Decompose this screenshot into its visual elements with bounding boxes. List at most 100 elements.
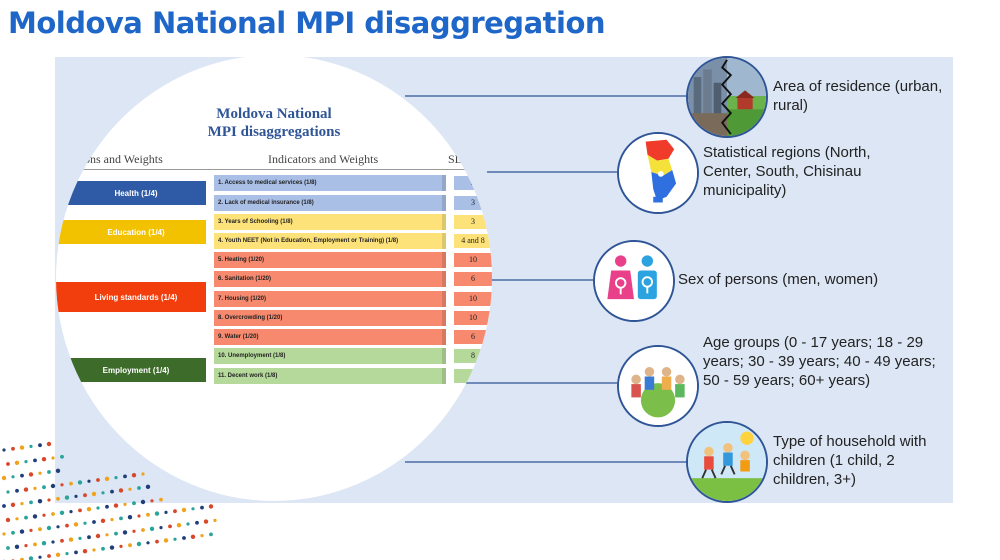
decorative-dot: [168, 524, 172, 529]
decorative-dot: [200, 505, 204, 510]
decorative-dot: [141, 472, 145, 476]
decorative-dot: [50, 483, 56, 489]
decorative-dot: [5, 517, 11, 523]
gender-icon: [595, 242, 673, 320]
decorative-dot: [140, 499, 146, 505]
decorative-dot: [51, 456, 55, 460]
decorative-dot: [141, 528, 145, 532]
decorative-dot: [28, 472, 34, 477]
decorative-dot: [41, 457, 47, 462]
indicator-sd: 6: [454, 330, 492, 344]
decorative-dot: [2, 448, 6, 452]
decorative-dot: [38, 555, 42, 559]
decorative-dot: [38, 471, 42, 475]
decorative-dot: [20, 502, 24, 506]
decorative-dot: [128, 543, 132, 548]
decorative-dot: [131, 473, 137, 478]
decorative-dot: [59, 510, 65, 515]
decorative-dot: [136, 541, 142, 547]
decorative-dot: [122, 530, 128, 535]
decorative-dot: [56, 525, 60, 529]
decorative-dot: [123, 502, 127, 506]
household-circle: [686, 421, 768, 503]
age-circle: [617, 345, 699, 427]
decorative-dot: [114, 476, 118, 480]
decorative-dot: [42, 513, 46, 517]
decorative-dot: [118, 488, 124, 493]
col-head-dimensions: sions and Weights: [76, 152, 163, 166]
mpi-table-circle: Moldova National MPI disaggregations sio…: [56, 55, 492, 501]
indicator-row: 3. Years of Schooling (1/8): [214, 214, 446, 230]
indicator-sd: 3: [454, 176, 492, 190]
slide-title: Moldova National MPI disaggregation: [8, 6, 606, 40]
decorative-dot: [60, 454, 64, 459]
decorative-dot: [24, 515, 28, 520]
indicator-row: 6. Sanitation (1/20): [214, 271, 446, 287]
indicator-row: 11. Decent work (1/8): [214, 368, 446, 384]
decorative-dot: [56, 496, 60, 501]
col-head-sd: SD: [448, 152, 464, 166]
decorative-dot: [132, 501, 136, 506]
map-icon: [619, 134, 697, 212]
decorative-dot: [6, 462, 10, 466]
decorative-dot: [101, 546, 105, 551]
decorative-dot: [209, 532, 213, 537]
indicator-row: 5. Heating (1/20): [214, 252, 446, 268]
decorative-dot: [164, 510, 168, 514]
category-age: Age groups (0 - 17 years; 18 - 29 years;…: [703, 334, 936, 389]
decorative-dot: [190, 534, 196, 539]
dimension-employment: Employment (1/4): [56, 358, 206, 382]
decorative-dot: [132, 529, 136, 533]
decorative-dot: [42, 485, 46, 490]
decorative-dot: [11, 446, 15, 451]
decorative-dot: [51, 540, 55, 544]
decorative-dot: [78, 508, 82, 513]
decorative-dot: [47, 554, 51, 558]
decorative-dot: [104, 476, 110, 481]
decorative-dot: [19, 445, 25, 450]
dimension-health: Health (1/4): [56, 181, 206, 205]
decorative-dot: [159, 526, 163, 530]
regions-circle: [617, 132, 699, 214]
decorative-dot: [32, 514, 38, 519]
decorative-dot: [92, 548, 96, 552]
decorative-dot: [55, 552, 61, 557]
decorative-dots: [1, 441, 217, 560]
decorative-dot: [146, 541, 150, 545]
dimension-education: Education (1/4): [56, 220, 206, 244]
decorative-dot: [15, 488, 19, 493]
decorative-dot: [213, 518, 217, 522]
decorative-dot: [19, 529, 25, 534]
decorative-dot: [46, 441, 52, 447]
decorative-dot: [195, 520, 199, 525]
indicator-sd: 10: [454, 311, 492, 325]
dimension-living-standards: Living standards (1/4): [56, 282, 206, 312]
indicator-sd: 8: [454, 349, 492, 363]
decorative-dot: [77, 480, 83, 485]
decorative-dot: [14, 460, 20, 465]
decorative-dot: [23, 487, 29, 492]
decorative-dot: [105, 533, 109, 537]
decorative-dot: [65, 523, 69, 528]
decorative-dot: [74, 494, 78, 498]
decorative-dot: [127, 515, 133, 520]
indicator-sd: 3: [454, 196, 492, 210]
decorative-dot: [146, 512, 150, 517]
indicator-sd: 8: [454, 369, 492, 383]
table-title: Moldova National MPI disaggregations: [207, 106, 341, 140]
indicator-sd: 10: [454, 253, 492, 267]
decorative-dot: [86, 507, 92, 512]
decorative-dot: [69, 481, 73, 486]
decorative-dot: [6, 546, 10, 550]
indicator-row: 7. Housing (1/20): [214, 291, 446, 307]
decorative-dot: [159, 497, 163, 502]
decorative-dot: [200, 534, 204, 538]
indicator-sd: 6: [454, 272, 492, 286]
decorative-dot: [20, 557, 24, 560]
decorative-dot: [87, 479, 91, 483]
decorative-dot: [87, 535, 91, 540]
header-rule: [66, 169, 486, 170]
decorative-dot: [110, 489, 114, 494]
decorative-dot: [95, 533, 101, 539]
decorative-dot: [96, 478, 100, 482]
